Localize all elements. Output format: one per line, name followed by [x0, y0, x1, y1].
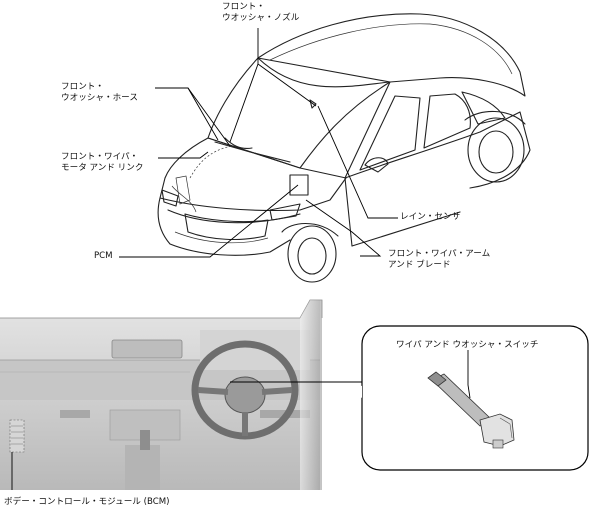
label-wiper-arm-line2: アンド ブレード: [388, 260, 451, 270]
label-rain-sensor: レイン・センサ: [400, 212, 461, 222]
label-wiper-switch: ワイパ アンド ウオッシャ・スイッチ: [396, 340, 539, 350]
label-wiper-motor-line1: フロント・ワイパ・: [61, 152, 139, 162]
car-illustration: [157, 13, 531, 283]
label-washer-nozzle-line1: フロント・: [222, 2, 265, 12]
label-washer-nozzle-line2: ウオッシャ・ノズル: [222, 13, 300, 23]
switch-callout: [230, 325, 589, 471]
dashboard-illustration: [0, 299, 323, 490]
label-wiper-motor-line2: モータ アンド リンク: [61, 163, 144, 173]
leader-lines: [11, 28, 398, 490]
label-pcm: PCM: [94, 251, 113, 261]
label-washer-hose-line2: ウオッシャ・ホース: [61, 93, 138, 103]
label-washer-hose-line1: フロント・: [61, 82, 104, 92]
label-wiper-arm-line1: フロント・ワイパ・アーム: [388, 249, 491, 259]
label-bcm: ボデー・コントロール・モジュール (BCM): [4, 497, 170, 507]
